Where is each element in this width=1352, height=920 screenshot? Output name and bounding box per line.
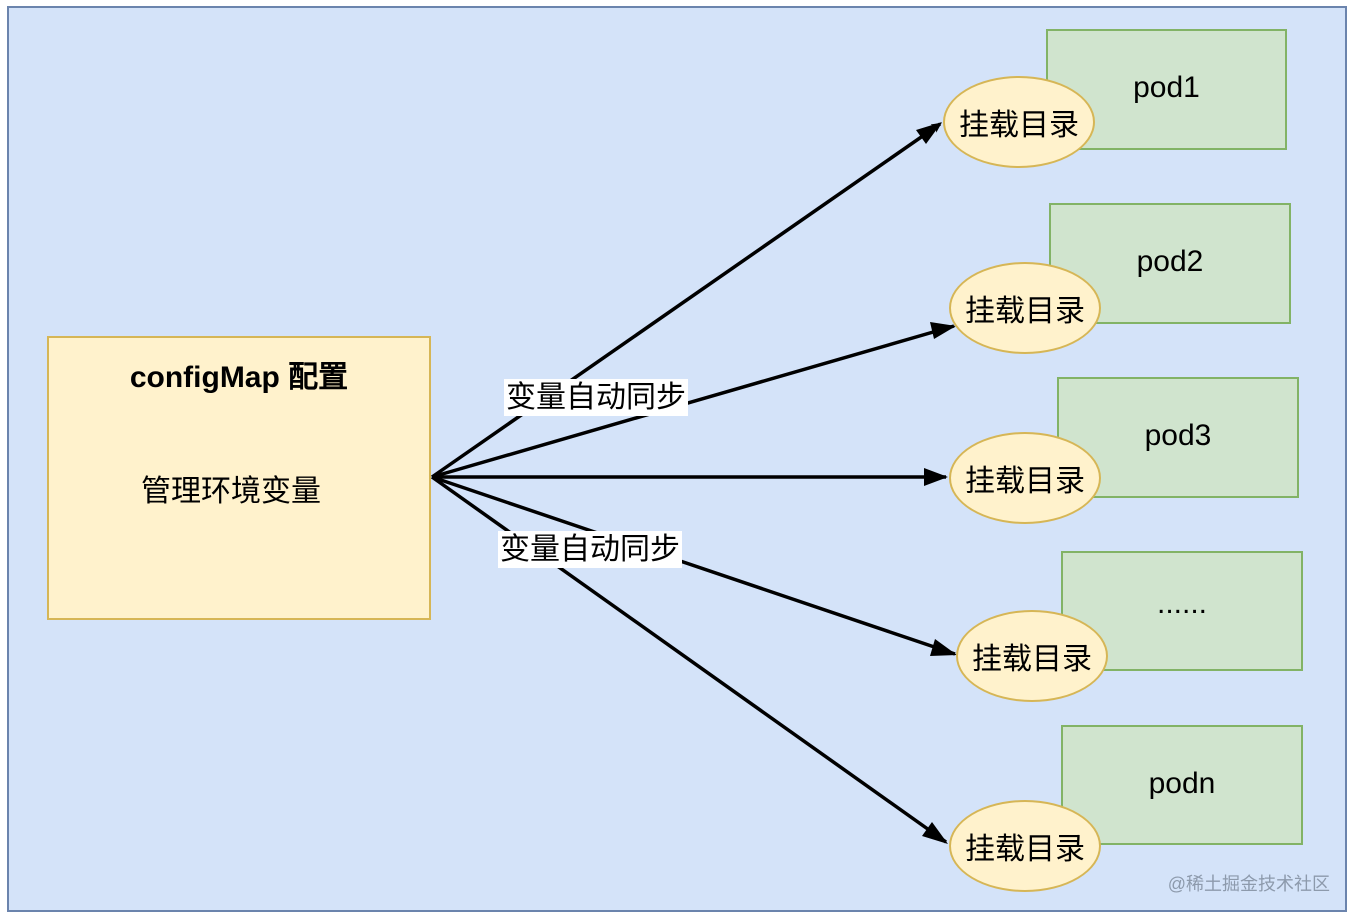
- pod-label: ......: [1156, 587, 1207, 620]
- mount-label: 挂载目录: [965, 833, 1085, 866]
- mount-label: 挂载目录: [965, 295, 1085, 328]
- configmap-title: configMap 配置: [129, 361, 349, 394]
- pod-label: pod3: [1144, 419, 1212, 452]
- mount-ellipse-4: 挂载目录: [956, 610, 1108, 702]
- pod-label: pod1: [1133, 71, 1200, 104]
- mount-ellipse-3: 挂载目录: [949, 432, 1101, 524]
- configmap-subtitle: 管理环境变量: [141, 475, 321, 508]
- mount-label: 挂载目录: [972, 643, 1092, 676]
- mount-ellipse-2: 挂载目录: [949, 262, 1101, 354]
- mount-label: 挂载目录: [959, 109, 1079, 142]
- mount-label: 挂载目录: [965, 465, 1085, 498]
- edge-label-sync-upper: 变量自动同步: [504, 379, 688, 416]
- edge-label-sync-lower: 变量自动同步: [498, 531, 682, 568]
- pod-label: podn: [1148, 767, 1216, 800]
- watermark: @稀土掘金技术社区: [1167, 874, 1330, 894]
- pod-box-n: podn: [1061, 725, 1303, 845]
- pod-label: pod2: [1136, 245, 1204, 278]
- configmap-box: configMap 配置 管理环境变量: [47, 336, 431, 620]
- mount-ellipse-5: 挂载目录: [949, 800, 1101, 892]
- mount-ellipse-1: 挂载目录: [943, 76, 1095, 168]
